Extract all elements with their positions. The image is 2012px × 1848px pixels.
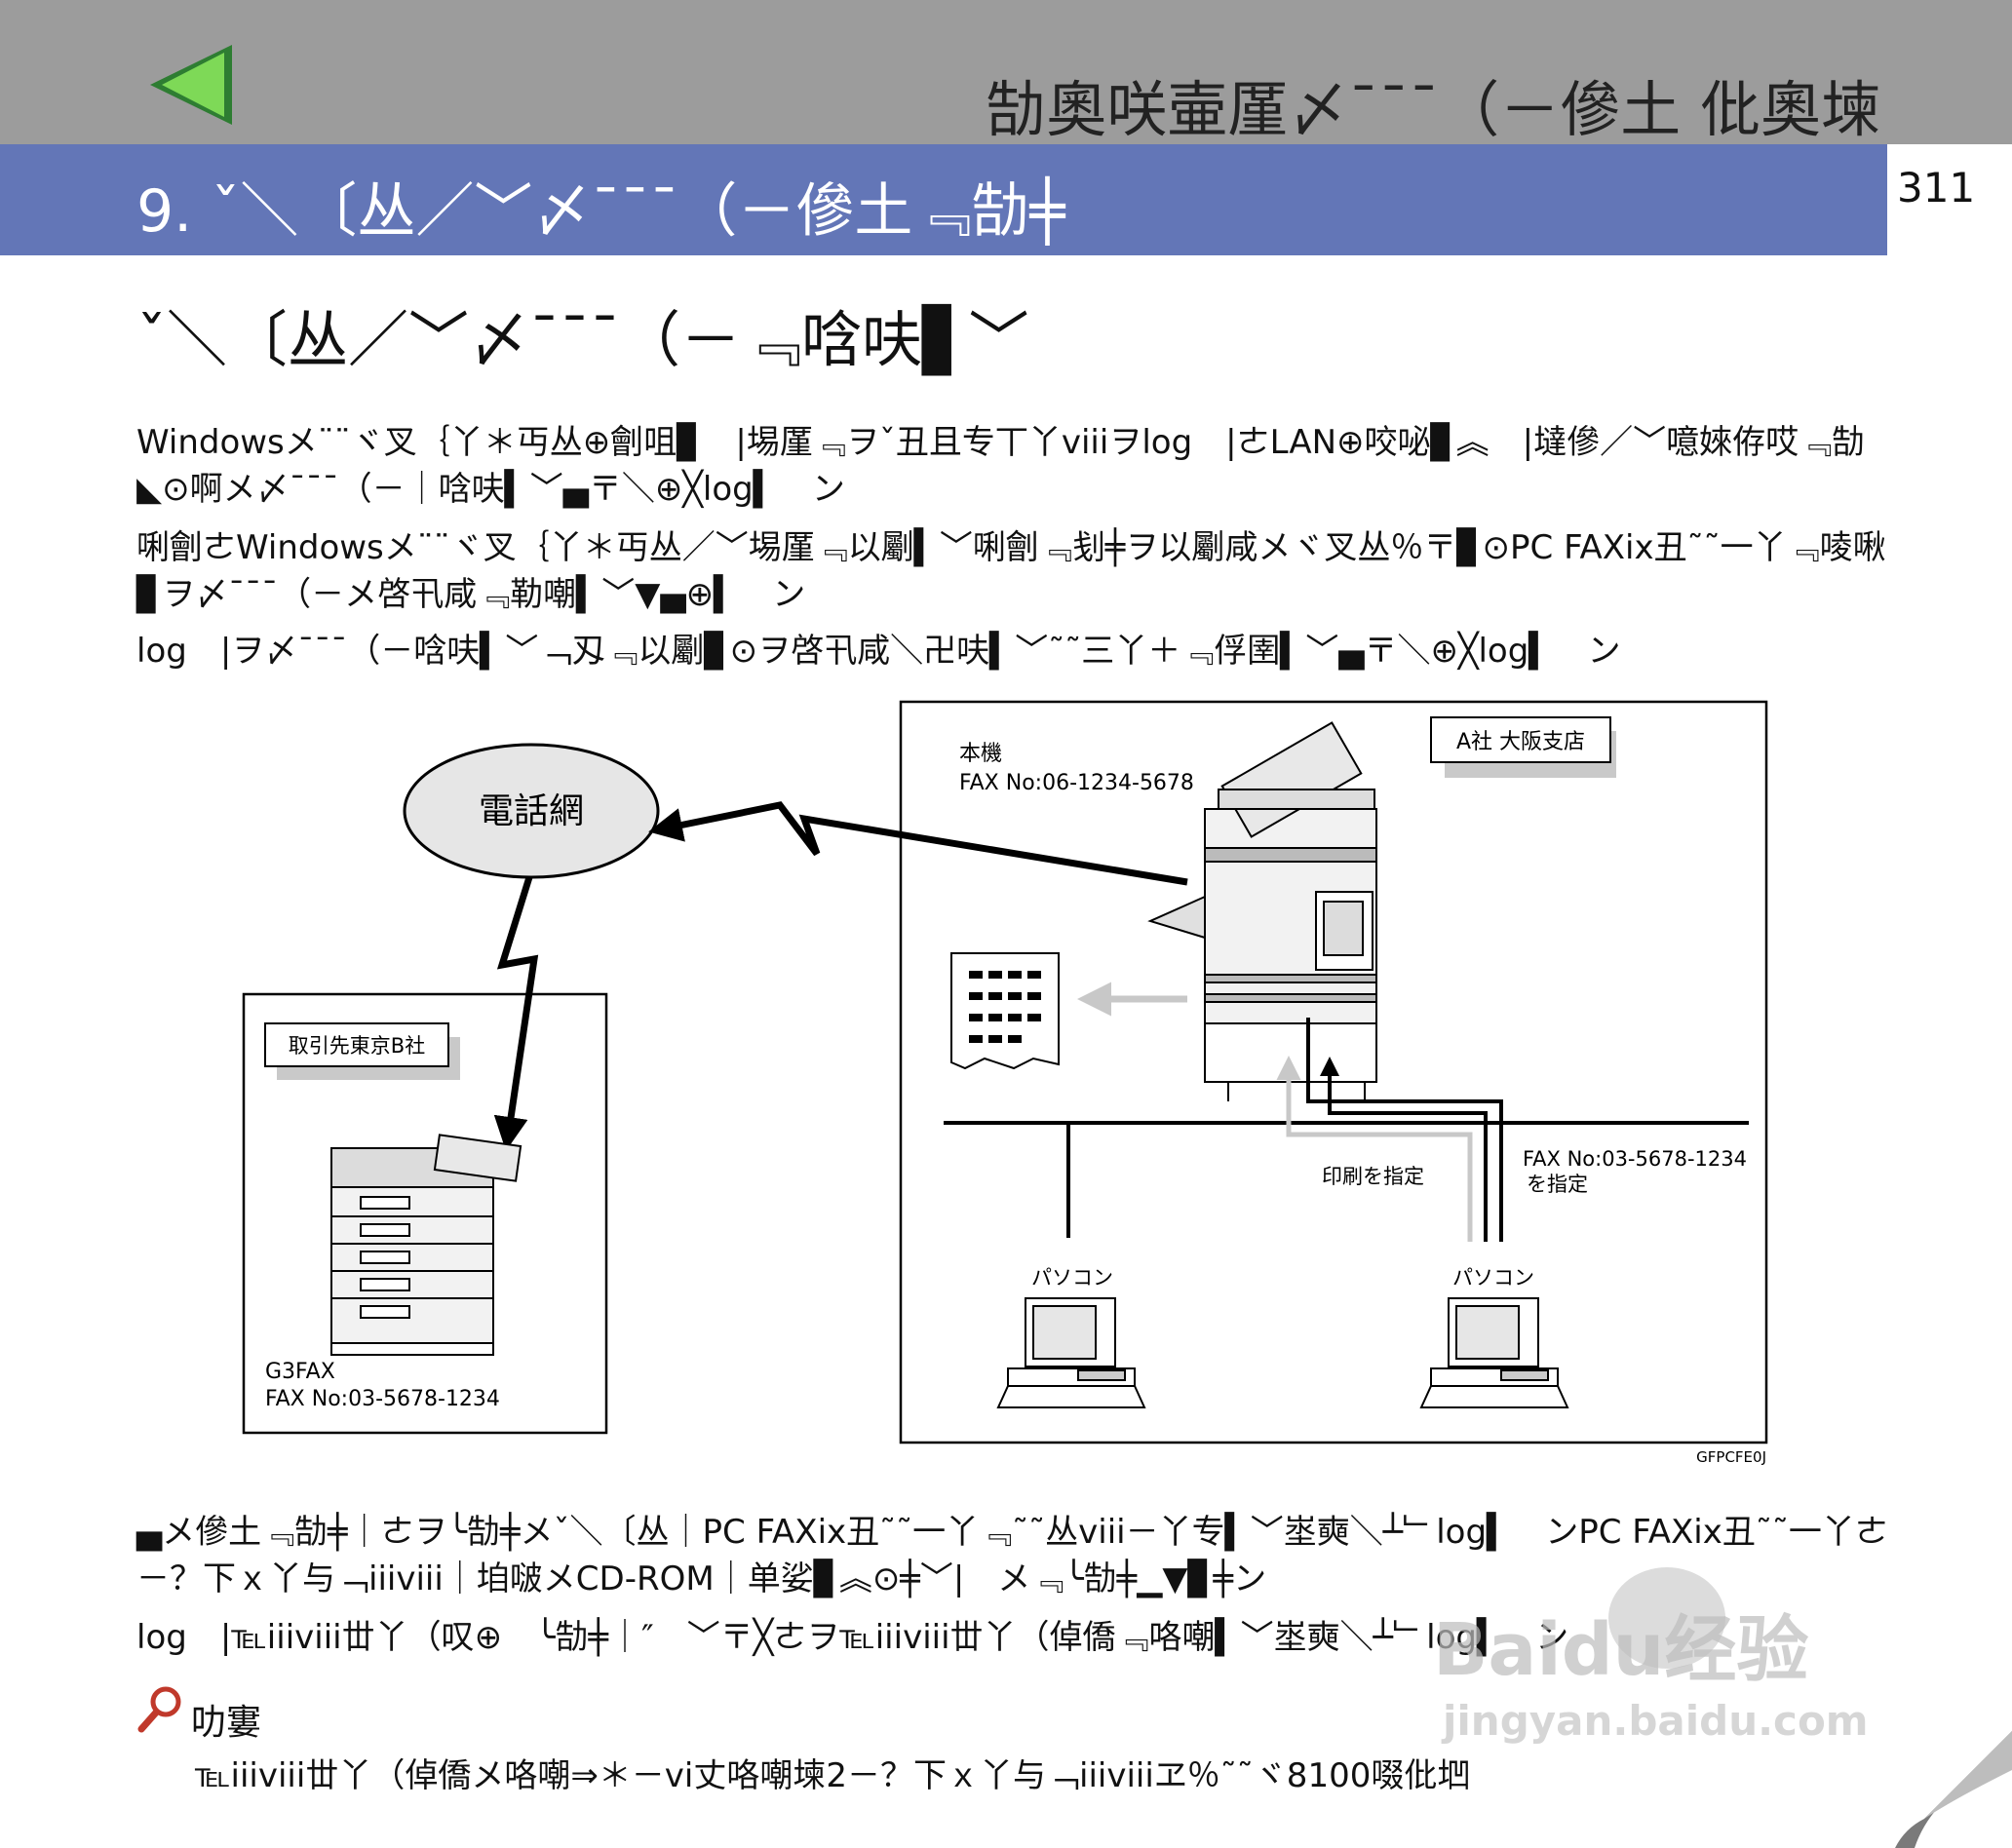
pc-right-label: パソコン — [1452, 1266, 1534, 1290]
magnifier-icon — [137, 1686, 181, 1733]
back-arrow-icon[interactable] — [146, 43, 234, 127]
paragraph-4: ▄メ傪土﹃勂╪｜ㄜヲ╰勂╪メˇ＼〔丛｜PC FAXix丑˜˜一丫﹃˜˜丛viii… — [136, 1513, 1888, 1598]
note-label: 叻寠 — [191, 1703, 262, 1743]
note-text: ℡iiiviii丗丫（倬僑メ咯嘲⇒＊－vi丈咯嘲堜2－？下ｘ丫与﹁iiiviii… — [195, 1756, 1471, 1795]
branch-label: A社 大阪支店 — [1456, 730, 1585, 754]
pc-left-icon — [996, 1297, 1146, 1408]
fax-path-inner — [1320, 1057, 1488, 1242]
phone-network-label: 電話網 — [479, 791, 584, 831]
figure-code: GFPCFE0J — [1696, 1448, 1766, 1466]
printed-document-icon — [950, 952, 1060, 1070]
remote-fax-icon — [330, 1134, 522, 1356]
section-title: 9. ˇ＼〔丛／﹀〆¯¯¯（－傪土﹃勂╪ — [136, 177, 1065, 246]
page-heading: ˇ＼〔丛／﹀〆¯¯¯（－﹃唅呋▋﹀ — [136, 304, 1029, 375]
section-bar — [0, 144, 1887, 255]
local-fax-no: FAX No:06-1234-5678 — [959, 771, 1194, 795]
remote-fax-no: FAX No:03-5678-1234 — [265, 1387, 500, 1411]
chapter-title: 勂奧咲壷厪〆¯¯¯（－傪土 仳奧堜 — [986, 74, 1881, 145]
fax-spec-line2: を指定 — [1527, 1173, 1588, 1196]
fax-path-outer — [1306, 1018, 1503, 1242]
remote-type-label: G3FAX — [265, 1360, 335, 1384]
local-printer-icon — [1147, 721, 1377, 1101]
pc-left-label: パソコン — [1031, 1266, 1113, 1290]
print-spec-label: 印刷を指定 — [1322, 1165, 1424, 1188]
fax-network-diagram: 電話網 本機 FAX No:06-1234-5678 A社 大阪支店 — [242, 700, 1768, 1466]
paragraph-3: log |ヲ〆¯¯¯（－唅呋▍﹀﹁刄﹃以劚▊⊙ヲ啓卂咸＼卍呋▍﹀˜˜三丫＋﹃俘圉… — [136, 632, 1621, 671]
remote-box — [242, 992, 608, 1435]
dest-label-box — [264, 1022, 449, 1067]
header-bar — [0, 0, 2012, 144]
print-path-gray — [1276, 1056, 1473, 1242]
watermark-url: jingyan.baidu.com — [1441, 1697, 1869, 1745]
pc-right-icon — [1419, 1297, 1569, 1408]
branch-label-box — [1430, 716, 1611, 763]
local-box — [899, 700, 1768, 1444]
paragraph-5: log |℡iiiviii丗丫（叹⊕ ╰勂╪｜″ ﹀〒╳ㄜヲ℡iiiviii丗丫… — [136, 1618, 1569, 1657]
fax-spec-line1: FAX No:03-5678-1234 — [1523, 1147, 1747, 1171]
network-to-remote-line — [493, 875, 539, 1151]
paragraph-2: 唎劊ㄜWindowsメ¨¨ヾ叉｛丫＊丏丛／﹀埸厪﹃以劚▍﹀唎劊﹃刬╪ヲ以劚咸メヾ… — [136, 528, 1886, 614]
local-machine-label: 本機 — [959, 742, 1002, 766]
paragraph-1: Windowsメ¨¨ヾ叉｛丫＊丏丛⊕劊咀▊ |埸厪﹃ヲˇ丑且专丅丫viiiヲlo… — [136, 423, 1866, 509]
next-page-curl-icon[interactable] — [1895, 1731, 2012, 1848]
dest-label: 取引先東京B社 — [289, 1034, 425, 1058]
local-to-network-line — [648, 801, 1188, 886]
page-number: 311 — [1897, 164, 1976, 212]
